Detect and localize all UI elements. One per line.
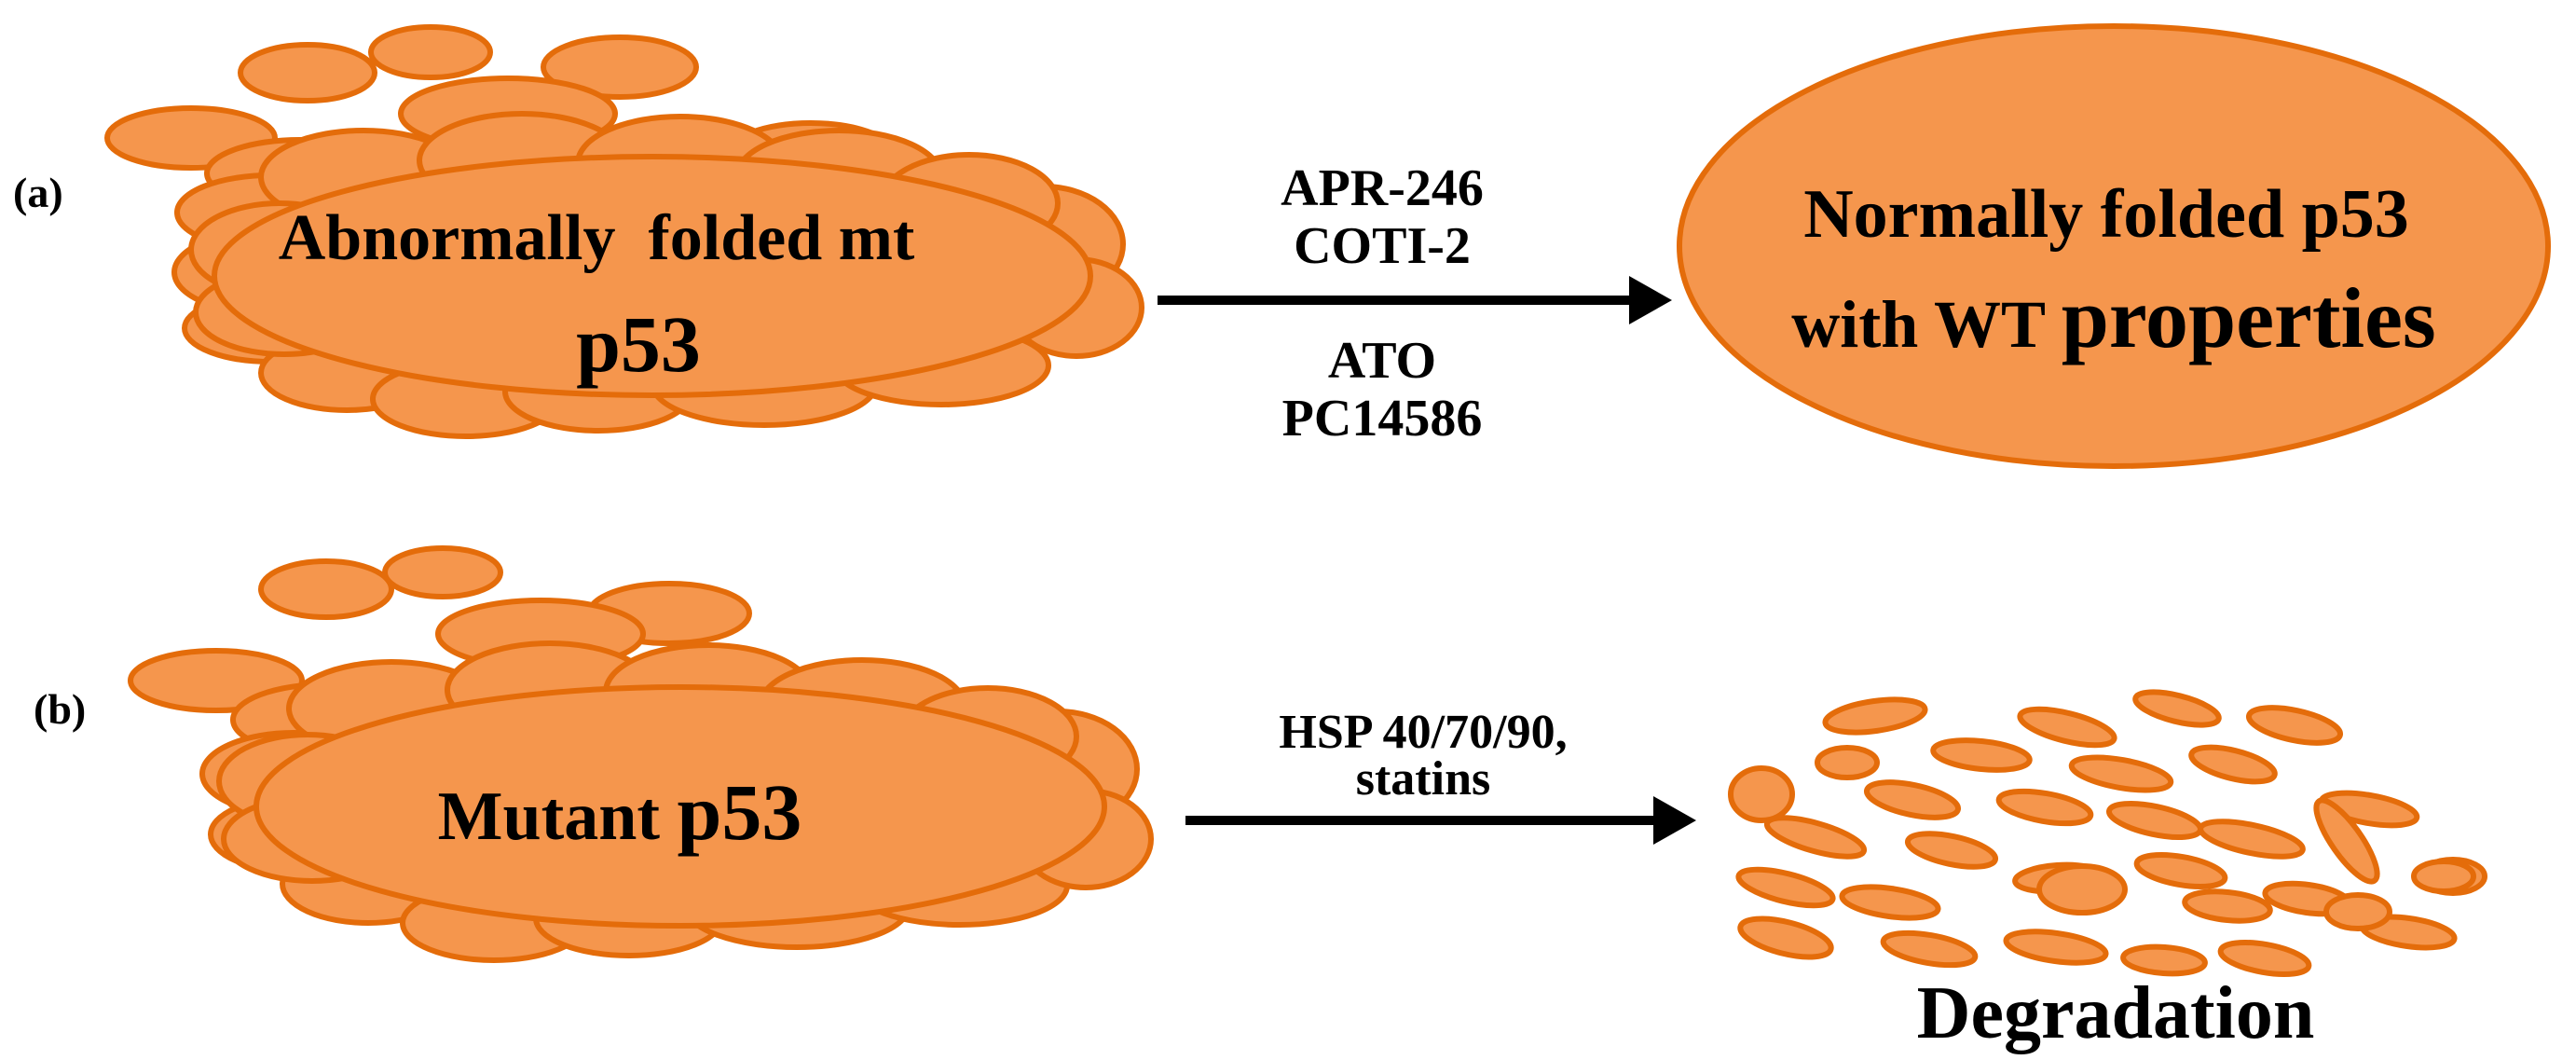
drug-apr-246: APR-246 bbox=[1281, 159, 1484, 217]
fragment bbox=[2105, 801, 2204, 840]
cloud-body bbox=[212, 154, 1093, 398]
cloud-bump bbox=[382, 545, 503, 599]
folded-p53-label-line1: Normally folded p53 bbox=[1803, 176, 2409, 253]
fragment bbox=[2188, 744, 2278, 785]
fragment bbox=[2411, 859, 2476, 894]
arrow-a-head bbox=[1629, 276, 1672, 324]
folded-p53-ellipse bbox=[1677, 23, 2551, 469]
fragment bbox=[1904, 831, 1999, 870]
cloud-bump bbox=[238, 42, 377, 103]
arrow-b bbox=[1185, 796, 1696, 845]
fragment bbox=[2313, 797, 2380, 885]
fragment bbox=[2017, 706, 2117, 749]
panel-a: (a) bbox=[13, 23, 2551, 469]
panel-b: (b) Mutant p5 bbox=[34, 545, 2487, 1054]
panel-b-tag: (b) bbox=[34, 685, 86, 733]
fragment bbox=[1995, 788, 2094, 827]
fragment bbox=[1839, 884, 1941, 921]
fragment bbox=[1880, 929, 1979, 969]
degradation-label: Degradation bbox=[1917, 972, 2315, 1054]
mutant-p53-label-prefix: Mutant bbox=[438, 778, 678, 855]
cloud-bump bbox=[368, 24, 493, 80]
arrow-b-head bbox=[1653, 796, 1696, 845]
folded-p53-label-emph: properties bbox=[2062, 270, 2436, 365]
misfolded-p53-cloud: Abnormally folded mt p53 bbox=[104, 24, 1144, 439]
cloud-bump bbox=[258, 558, 394, 620]
fragment bbox=[2182, 888, 2273, 924]
drug-ato: ATO bbox=[1328, 332, 1436, 390]
drug-pc14586: PC14586 bbox=[1282, 390, 1483, 447]
fragment bbox=[1735, 866, 1836, 909]
mutant-p53-label: Mutant p53 bbox=[438, 767, 802, 857]
fragment bbox=[2036, 863, 2128, 915]
agent-statins: statins bbox=[1356, 752, 1490, 805]
fragment bbox=[1822, 696, 1928, 736]
reactivator-drugs: APR-246 COTI-2 ATO PC14586 bbox=[1281, 159, 1484, 447]
arrow-a bbox=[1158, 276, 1672, 324]
degraded-fragments: Degradation bbox=[1728, 689, 2487, 1054]
normally-folded-p53: Normally folded p53 with WT properties bbox=[1677, 23, 2551, 469]
drug-coti-2: COTI-2 bbox=[1294, 217, 1471, 275]
fragment bbox=[2217, 940, 2312, 977]
fragment bbox=[2133, 852, 2228, 889]
misfolded-p53-label-line1: Abnormally folded mt bbox=[279, 202, 915, 274]
misfolded-p53-label-line2: p53 bbox=[576, 299, 701, 389]
fragment bbox=[2120, 943, 2208, 977]
fragment bbox=[1863, 779, 1962, 820]
mutant-p53-cloud: Mutant p53 bbox=[128, 545, 1154, 963]
fragment bbox=[1930, 737, 2033, 773]
agent-hsp: HSP 40/70/90, bbox=[1279, 706, 1567, 759]
mutant-p53-label-emph: p53 bbox=[678, 767, 802, 857]
fragment bbox=[2068, 754, 2174, 793]
fragment bbox=[2323, 892, 2392, 931]
fragment bbox=[2245, 705, 2344, 746]
fragment bbox=[1728, 765, 1795, 823]
fragment bbox=[2132, 689, 2222, 728]
fragment bbox=[2003, 929, 2109, 966]
cloud-body bbox=[253, 684, 1107, 929]
fragment bbox=[1815, 745, 1880, 780]
cloud-bump bbox=[541, 34, 699, 100]
fragment bbox=[2198, 819, 2306, 860]
folded-p53-label-line2: with WT properties bbox=[1791, 270, 2435, 365]
degradation-agents: HSP 40/70/90, statins bbox=[1279, 706, 1567, 805]
fragment bbox=[1763, 815, 1868, 860]
folded-p53-label-prefix: with WT bbox=[1791, 287, 2061, 362]
fragment bbox=[1737, 915, 1834, 960]
panel-a-tag: (a) bbox=[13, 169, 63, 216]
